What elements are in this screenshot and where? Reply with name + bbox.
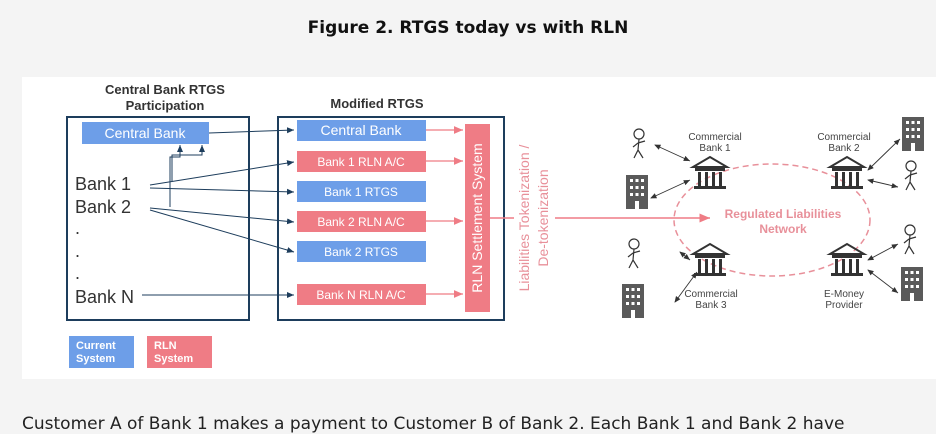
modified-rtgs-box [297, 181, 426, 202]
left-bank-2: Bank 2 [75, 197, 131, 217]
rtgs-rln-diagram: Central Bank RTGS Participation Central … [66, 82, 924, 368]
left-ellipsis-1: . [75, 218, 80, 238]
left-central-bank-box [82, 122, 209, 144]
person-icon [627, 238, 641, 269]
node-3-label-line1: Commercial [684, 289, 737, 300]
body-caption: Customer A of Bank 1 makes a payment to … [22, 414, 845, 434]
node-4-label-line2: Provider [825, 300, 863, 311]
commercial-bank-3-icon [692, 243, 728, 277]
node-3-label-line2: Bank 3 [695, 300, 727, 311]
legend-label: Current [76, 340, 116, 352]
diagram-panel: Central Bank RTGS Participation Central … [22, 77, 936, 379]
node-4-label-line1: E-Money [824, 289, 864, 300]
tokenization-label-line1: Liabilities Tokenization / [516, 144, 532, 291]
node-1-label-line1: Commercial [688, 132, 741, 143]
modified-rtgs-box [297, 284, 426, 305]
rln-settlement-system-box [465, 124, 490, 312]
person-icon [632, 128, 646, 159]
legend-swatch [147, 336, 212, 368]
left-bank-1: Bank 1 [75, 174, 131, 194]
modified-rtgs-box-label: Bank 2 RLN A/C [317, 215, 405, 229]
customer-connections [650, 138, 901, 303]
commercial-bank-1-icon [692, 156, 728, 190]
network-label-line2: Network [759, 222, 807, 236]
middle-group-title: Modified RTGS [330, 96, 423, 111]
left-group-frame [66, 116, 250, 321]
left-group-title-line1: Central Bank RTGS [105, 82, 225, 97]
left-bank-n: Bank N [75, 287, 134, 307]
modified-rtgs-box-label: Bank 2 RTGS [324, 245, 398, 259]
modified-rtgs-box [297, 211, 426, 232]
legend-label: System [76, 353, 115, 365]
building-icon [622, 284, 644, 318]
node-1-label-line2: Bank 1 [699, 143, 731, 154]
modified-rtgs-box-label: Bank 1 RTGS [324, 185, 398, 199]
regulated-liabilities-network-ring [673, 163, 871, 277]
network-label-line1: Regulated Liabilities [725, 207, 842, 221]
rln-settlement-system-label: RLN Settlement System [469, 143, 485, 292]
person-icon [903, 224, 917, 255]
modified-rtgs-box-label: Bank N RLN A/C [316, 288, 406, 302]
modified-rtgs-box [297, 151, 426, 172]
modified-rtgs-box-label: Bank 1 RLN A/C [317, 155, 405, 169]
building-icon [902, 117, 924, 151]
left-ellipsis-2: . [75, 241, 80, 261]
participation-arrows [142, 127, 295, 298]
left-central-bank-label: Central Bank [105, 125, 187, 141]
node-2-label-line2: Bank 2 [828, 143, 860, 154]
commercial-bank-2-icon [829, 156, 865, 190]
building-icon [626, 175, 648, 209]
left-ellipsis-3: . [75, 263, 80, 283]
modified-rtgs-box [297, 241, 426, 262]
person-icon [904, 160, 918, 191]
tokenization-label-line2: De-tokenization [535, 169, 551, 266]
legend-label: RLN [154, 340, 177, 352]
left-group-title-line2: Participation [126, 98, 205, 113]
node-2-label-line1: Commercial [817, 132, 870, 143]
legend-swatch [69, 336, 134, 368]
modified-rtgs-box [297, 120, 426, 141]
legend-label: System [154, 353, 193, 365]
bank-to-central-connectors [169, 145, 205, 207]
figure-title: Figure 2. RTGS today vs with RLN [307, 18, 629, 38]
modified-rtgs-box-label: Central Bank [321, 122, 403, 138]
e-money-provider-icon [829, 243, 865, 277]
building-icon [901, 267, 923, 301]
